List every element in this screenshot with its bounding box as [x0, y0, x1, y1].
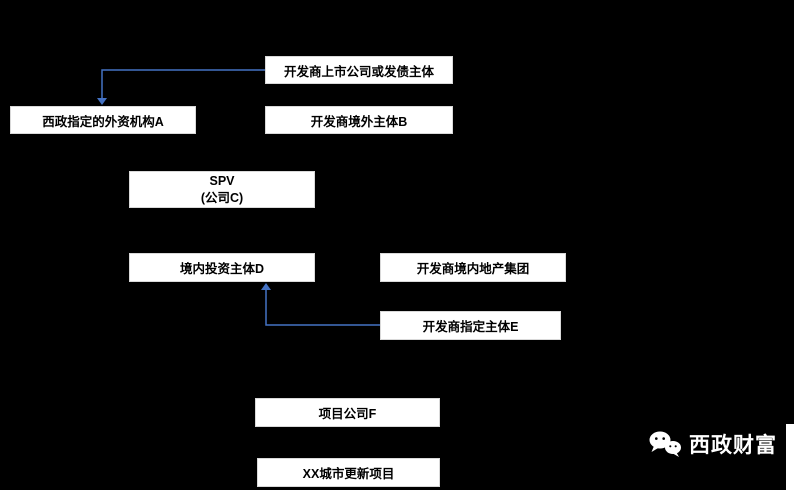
- node-label: SPV: [209, 173, 235, 188]
- node-developer-designated-entity-e: 开发商指定主体E: [380, 311, 561, 340]
- brand-name: 西政财富: [689, 434, 777, 457]
- brand-watermark: 西政财富: [648, 429, 777, 459]
- node-xizheng-designated-foreign-institution-a: 西政指定的外资机构A: [10, 106, 196, 134]
- node-label: 境内投资主体D: [179, 262, 265, 276]
- node-domestic-investment-entity-d: 境内投资主体D: [129, 253, 315, 282]
- node-label: 开发商境外主体B: [310, 114, 408, 129]
- node-sublabel: (公司C): [200, 190, 244, 205]
- node-xx-urban-renewal-project: XX城市更新项目: [257, 458, 440, 487]
- node-project-company-f: 项目公司F: [255, 398, 440, 427]
- node-label: 开发商上市公司或发债主体: [283, 64, 434, 79]
- node-developer-domestic-real-estate-group: 开发商境内地产集团: [380, 253, 566, 282]
- node-label: 开发商指定主体E: [422, 320, 519, 334]
- arrow-listed-company-to-a-line: [101, 69, 265, 99]
- node-label: 开发商境内地产集团: [416, 262, 530, 276]
- node-label: 西政指定的外资机构A: [42, 114, 164, 129]
- arrow-entity-e-to-d-line: [265, 289, 380, 326]
- right-edge-bar: [786, 424, 794, 490]
- node-spv-company-c: SPV (公司C): [129, 171, 315, 208]
- arrow-down-head-icon: [97, 98, 107, 105]
- arrow-up-head-icon: [261, 283, 271, 290]
- node-developer-offshore-entity-b: 开发商境外主体B: [265, 106, 453, 134]
- node-label: XX城市更新项目: [302, 467, 395, 481]
- wechat-bubbles-icon: [648, 429, 682, 459]
- node-label: 项目公司F: [318, 407, 377, 421]
- node-listed-company-or-bond-issuer: 开发商上市公司或发债主体: [265, 56, 453, 84]
